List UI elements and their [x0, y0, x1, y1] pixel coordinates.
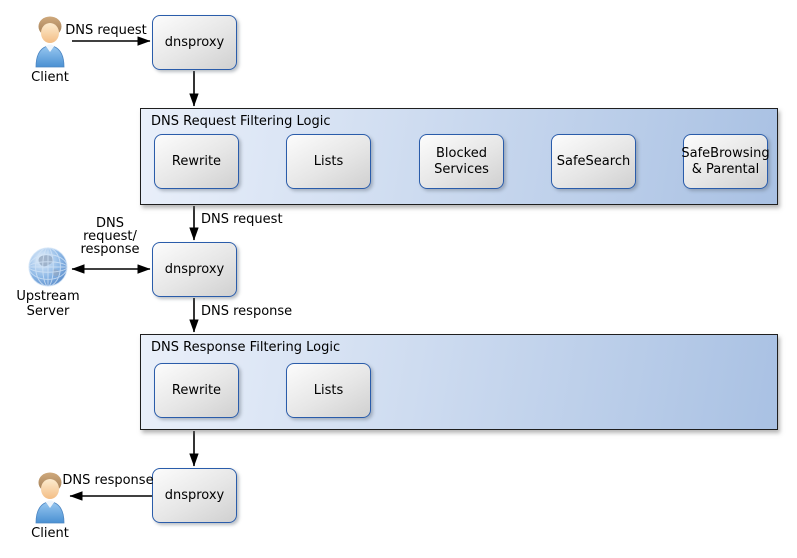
- client-bottom-label: Client: [31, 526, 69, 541]
- person-icon: [35, 472, 65, 524]
- dnsproxy1-label: dnsproxy: [164, 34, 225, 50]
- dnsproxy1-node: dnsproxy: [152, 15, 237, 70]
- dnsproxy2-label: dnsproxy: [164, 261, 225, 277]
- upstream-server-label: Upstream Server: [16, 289, 80, 319]
- request-filtering-container: DNS Request Filtering Logic Rewrite List…: [140, 108, 778, 205]
- blocked-services-label: Blocked Services: [434, 145, 489, 177]
- blocked-services-node: Blocked Services: [419, 134, 504, 189]
- safebrowsing-parental-label: SafeBrowsing & Parental: [681, 145, 770, 177]
- safesearch-label: SafeSearch: [556, 153, 631, 169]
- response-filtering-title: DNS Response Filtering Logic: [151, 340, 341, 355]
- edge-label-dns-response-bottom: DNS response: [62, 473, 154, 488]
- safebrowsing-parental-node: SafeBrowsing & Parental: [681, 134, 770, 189]
- request-rewrite-node: Rewrite: [154, 134, 239, 189]
- edge-label-upstream-link: DNS request/ response: [80, 216, 140, 257]
- edge-label-dns-request-mid: DNS request: [201, 212, 283, 227]
- request-filtering-title: DNS Request Filtering Logic: [151, 114, 331, 129]
- dnsproxy2-node: dnsproxy: [152, 242, 237, 297]
- request-lists-node: Lists: [286, 134, 371, 189]
- client-top-label: Client: [31, 70, 69, 85]
- response-filtering-container: DNS Response Filtering Logic Rewrite Lis…: [140, 334, 778, 430]
- edge-label-dns-request-top: DNS request: [65, 23, 147, 38]
- response-lists-node: Lists: [286, 363, 371, 418]
- request-lists-label: Lists: [313, 153, 344, 169]
- dnsproxy3-label: dnsproxy: [164, 487, 225, 503]
- client-bottom-node: Client: [20, 469, 80, 542]
- request-rewrite-label: Rewrite: [171, 153, 222, 169]
- response-lists-label: Lists: [313, 382, 344, 398]
- person-icon: [35, 16, 65, 68]
- response-rewrite-label: Rewrite: [171, 382, 222, 398]
- client-top-node: Client: [20, 13, 80, 86]
- globe-icon: [28, 247, 68, 287]
- upstream-server-node: Upstream Server: [10, 246, 86, 320]
- dnsproxy3-node: dnsproxy: [152, 468, 237, 523]
- response-rewrite-node: Rewrite: [154, 363, 239, 418]
- safesearch-node: SafeSearch: [551, 134, 636, 189]
- edge-label-dns-response-mid: DNS response: [201, 304, 293, 319]
